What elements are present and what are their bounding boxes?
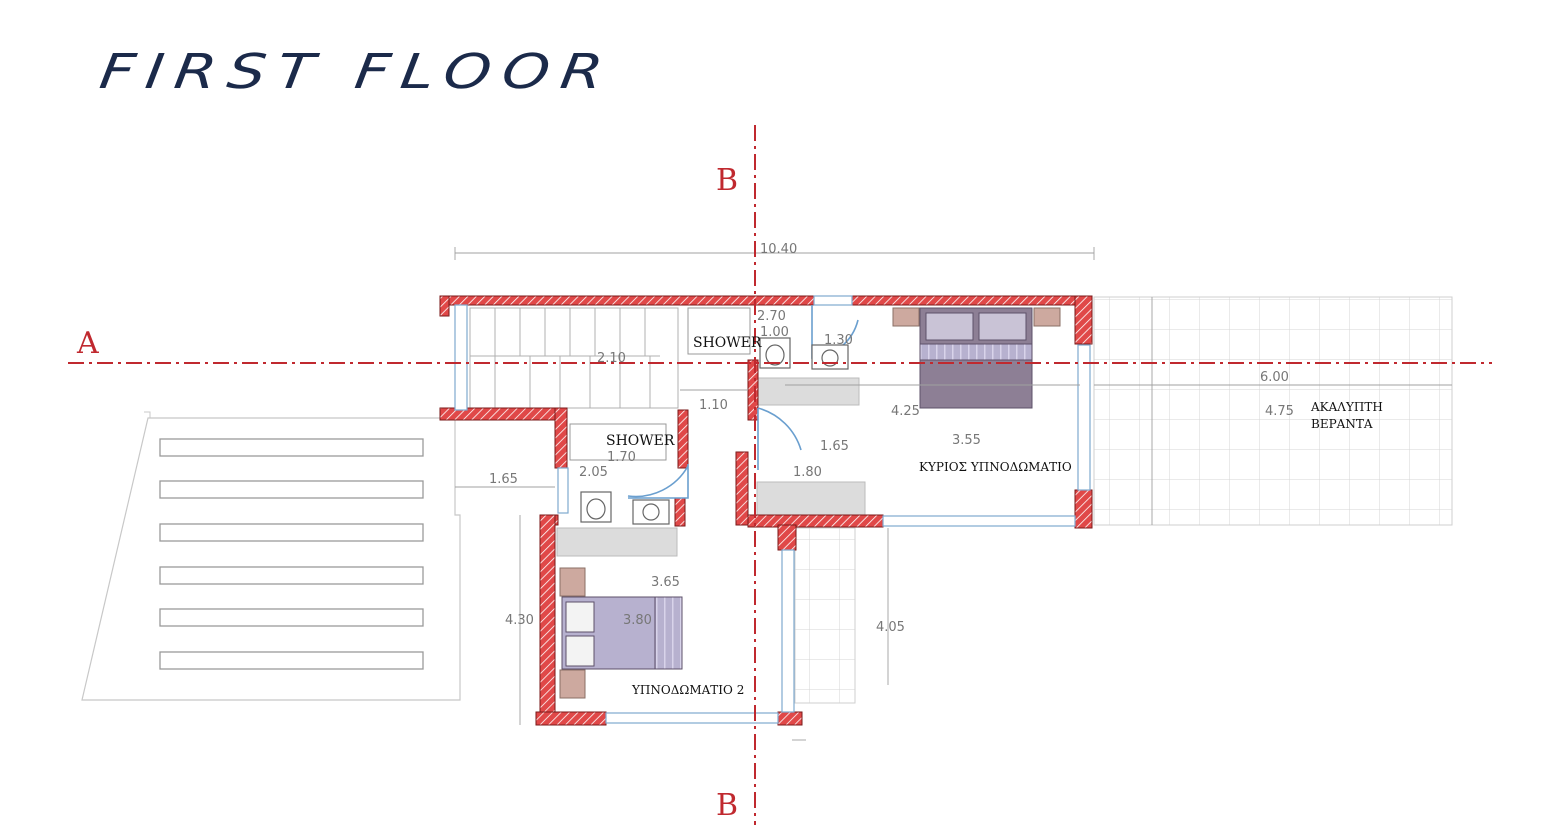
dim-2-05: 2.05	[579, 465, 608, 480]
dim-2-70: 2.70	[757, 309, 786, 324]
staircase	[469, 307, 679, 409]
section-marker-a: A	[76, 326, 99, 361]
dimension-lines	[454, 247, 1452, 741]
dim-3-80: 3.80	[623, 613, 652, 628]
dim-3-55: 3.55	[952, 433, 981, 448]
windows	[454, 295, 1091, 724]
pool-deck	[81, 411, 461, 701]
dim-4-75: 4.75	[1265, 404, 1294, 419]
dim-1-00: 1.00	[760, 325, 789, 340]
master-bedroom-label: ΚΥΡΙΟΣ ΥΠΝΟΔΩΜΑΤΙΟ	[919, 460, 1072, 474]
veranda-label-line1: ΑΚΑΛΥΠΤΗ	[1310, 400, 1383, 414]
sun-lounger-row	[159, 438, 424, 670]
section-marker-b-bottom: B	[716, 788, 738, 823]
dim-4-30: 4.30	[505, 613, 534, 628]
veranda	[794, 296, 1453, 704]
walls	[439, 295, 1093, 726]
counters	[556, 377, 866, 557]
section-marker-b-top: B	[716, 163, 738, 198]
section-lines	[68, 125, 1492, 825]
dim-1-10: 1.10	[699, 398, 728, 413]
sanitary-fixtures	[580, 337, 849, 525]
dim-overall-width: 10.40	[760, 242, 797, 257]
master-bed	[892, 307, 1061, 409]
shower-label-2: SHOWER	[606, 433, 675, 449]
dim-4-05: 4.05	[876, 620, 905, 635]
dim-1-65-left: 1.65	[489, 472, 518, 487]
dim-4-25: 4.25	[891, 404, 920, 419]
dim-2-10: 2.10	[597, 351, 626, 366]
dim-6-00: 6.00	[1260, 370, 1289, 385]
bedroom-2-bed	[559, 567, 683, 699]
dim-1-30: 1.30	[824, 333, 853, 348]
bedroom-2-label: ΥΠΝΟΔΩΜΑΤΙΟ 2	[631, 683, 744, 697]
shower-label-1: SHOWER	[693, 335, 762, 351]
dim-1-80: 1.80	[793, 465, 822, 480]
dim-1-70: 1.70	[607, 450, 636, 465]
veranda-label-line2: ΒΕΡΑΝΤΑ	[1311, 417, 1373, 431]
dim-3-65: 3.65	[651, 575, 680, 590]
dim-1-65-hall: 1.65	[820, 439, 849, 454]
shower-trays	[569, 307, 751, 461]
